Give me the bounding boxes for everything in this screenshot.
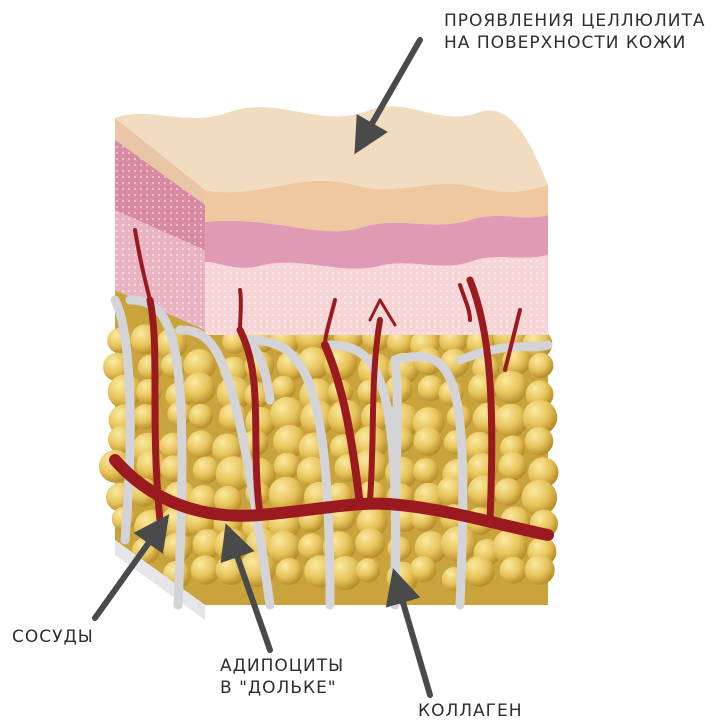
adipocyte — [413, 427, 442, 456]
adipocyte — [276, 558, 303, 585]
adipocyte — [355, 528, 385, 558]
label-cellulite-surface: ПРОЯВЛЕНИЯ ЦЕЛЛЮЛИТА НА ПОВЕРХНОСТИ КОЖИ — [444, 10, 706, 54]
adipocyte — [494, 478, 522, 506]
label-cellulite-line1: ПРОЯВЛЕНИЯ ЦЕЛЛЮЛИТА — [444, 10, 706, 32]
adipocyte — [464, 556, 495, 587]
label-vessels: СОСУДЫ — [12, 626, 94, 648]
adipocyte — [138, 355, 164, 381]
adipocyte — [410, 556, 436, 582]
adipocyte — [271, 376, 295, 400]
adipocyte — [528, 353, 553, 378]
adipocyte — [356, 558, 380, 582]
adipocyte — [522, 480, 558, 516]
adipocyte — [494, 404, 527, 437]
label-collagen: КОЛЛАГЕН — [418, 700, 523, 722]
adipocyte — [413, 458, 439, 484]
label-cellulite-line2: НА ПОВЕРХНОСТИ КОЖИ — [444, 32, 706, 54]
adipocyte — [498, 452, 527, 481]
adipocyte — [525, 555, 555, 585]
adipocyte — [500, 557, 527, 584]
adipocyte — [525, 427, 554, 456]
label-adipocytes-line2: В "ДОЛЬКЕ" — [220, 677, 344, 699]
adipocyte — [183, 372, 215, 404]
label-adipocytes-line1: АДИПОЦИТЫ — [220, 655, 344, 677]
adipocyte — [268, 531, 301, 564]
adipocyte — [274, 453, 301, 480]
label-adipocytes: АДИПОЦИТЫ В "ДОЛЬКЕ" — [220, 655, 344, 699]
adipocyte — [191, 555, 220, 584]
adipocyte — [189, 404, 213, 428]
adipocyte — [193, 457, 220, 484]
adipocyte — [187, 430, 215, 458]
adipocyte — [495, 371, 528, 404]
